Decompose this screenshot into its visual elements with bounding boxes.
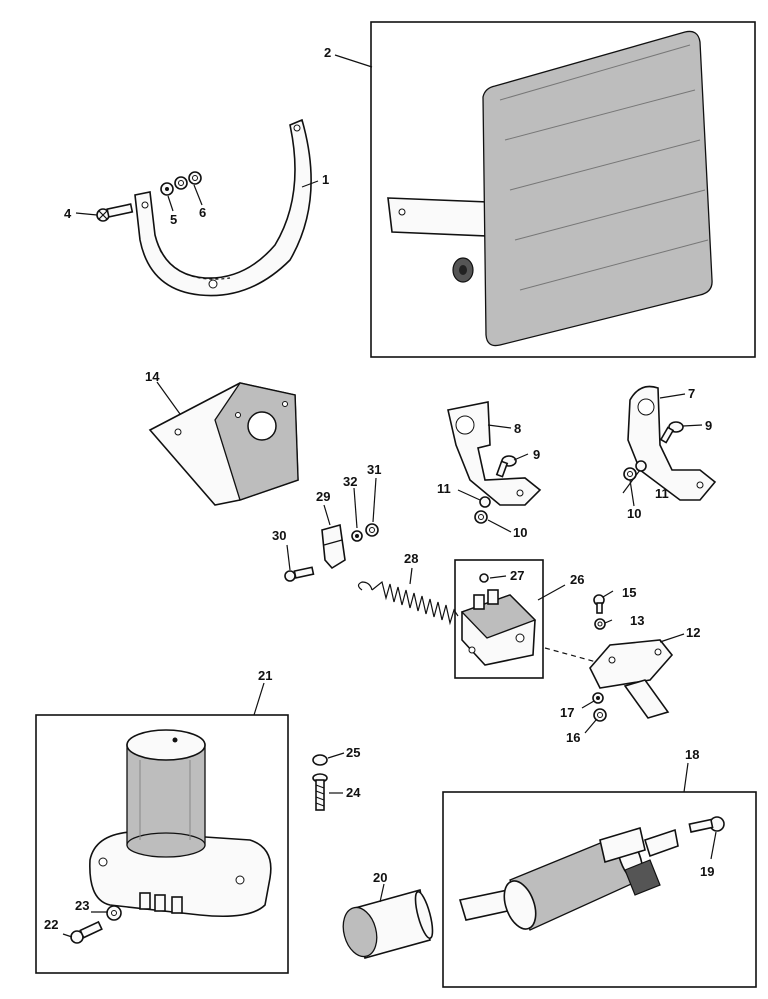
- part-21-dip-switch: [89, 729, 272, 918]
- part-30-screw: [284, 566, 315, 582]
- callout-21: 21: [258, 668, 272, 683]
- part-24-bolt: [312, 773, 328, 811]
- part-11-washer-b: [635, 460, 647, 472]
- callout-8: 8: [514, 421, 521, 436]
- part-23-washer: [106, 905, 122, 921]
- callout-labels: 1 2 4 5 6 7 8 9 9 11 11 10 10 12 13 14 1…: [44, 45, 714, 932]
- part-27-screw: [479, 573, 489, 583]
- part-21-frame: [35, 714, 289, 974]
- part-26-frame: [454, 559, 544, 679]
- callout-13: 13: [630, 613, 644, 628]
- callout-30: 30: [272, 528, 286, 543]
- callout-25: 25: [346, 745, 360, 760]
- part-18-frame: [442, 791, 757, 988]
- part-17-washer: [592, 692, 604, 704]
- part-4-screw: [96, 203, 134, 222]
- callout-26: 26: [570, 572, 584, 587]
- callout-16: 16: [566, 730, 580, 745]
- callout-12: 12: [686, 625, 700, 640]
- callout-5: 5: [170, 212, 177, 227]
- callout-31: 31: [367, 462, 381, 477]
- callout-24: 24: [346, 785, 361, 800]
- part-28-spring: [357, 580, 459, 626]
- part-25-washer: [312, 754, 328, 766]
- callout-23: 23: [75, 898, 89, 913]
- part-26-switch: [460, 589, 537, 666]
- callout-32: 32: [343, 474, 357, 489]
- part-14-angle-bracket: [148, 382, 299, 506]
- callout-11b: 11: [655, 486, 669, 501]
- callout-10a: 10: [513, 525, 527, 540]
- part-9-bolt-a: [495, 455, 517, 478]
- callout-20: 20: [373, 870, 387, 885]
- part-6-washer-and-nut: [174, 171, 202, 190]
- part-8-bracket: [447, 401, 542, 506]
- callout-18: 18: [685, 747, 699, 762]
- callout-29: 29: [316, 489, 330, 504]
- callout-22: 22: [44, 917, 58, 932]
- part-19-screw: [688, 816, 725, 833]
- callout-11a: 11: [437, 481, 451, 496]
- callout-1: 1: [322, 172, 329, 187]
- part-12-mounting-plate: [589, 639, 674, 719]
- callout-6: 6: [199, 205, 206, 220]
- part-20-knob: [342, 888, 434, 960]
- part-31-nut: [365, 523, 379, 537]
- part-16-nut: [593, 708, 607, 722]
- callout-27: 27: [510, 568, 524, 583]
- leader-lines: [62, 54, 717, 938]
- part-10-nut-a: [474, 510, 488, 524]
- part-29-clip: [321, 523, 346, 570]
- callout-2: 2: [324, 45, 331, 60]
- part-5-washer: [160, 182, 174, 196]
- part-2-frame: [370, 21, 756, 358]
- callout-7: 7: [688, 386, 695, 401]
- callout-9b: 9: [705, 418, 712, 433]
- callout-10b: 10: [627, 506, 641, 521]
- part-7-bracket: [627, 385, 717, 501]
- callout-14: 14: [145, 369, 160, 384]
- part-18-switch-assembly: [458, 826, 679, 931]
- assembly-dashed-line: [544, 647, 601, 664]
- part-2-plate: [387, 30, 713, 347]
- part-22-screw: [70, 920, 103, 944]
- part-13-washer: [594, 618, 606, 630]
- callout-9a: 9: [533, 447, 540, 462]
- callout-28: 28: [404, 551, 418, 566]
- callout-17: 17: [560, 705, 574, 720]
- callout-4: 4: [64, 206, 72, 221]
- part-15-screw: [593, 594, 605, 614]
- callout-19: 19: [700, 864, 714, 879]
- callout-15: 15: [622, 585, 636, 600]
- part-9-bolt-b: [659, 421, 684, 444]
- part-32-washer: [351, 530, 363, 542]
- part-1-strap-bracket: [134, 118, 312, 297]
- part-11-washer-a: [479, 496, 491, 508]
